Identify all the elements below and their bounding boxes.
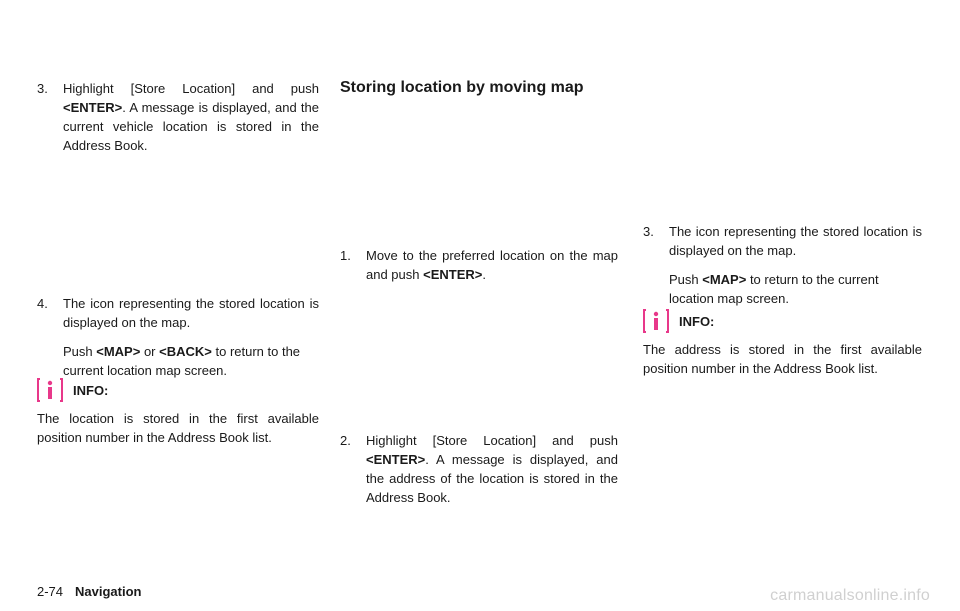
left-step-3: 3. Highlight [Store Location] and push <… (37, 79, 319, 155)
info-title: INFO: (73, 382, 109, 398)
back-key: <BACK> (159, 344, 212, 359)
step-number: 3. (643, 224, 654, 239)
step-text: The icon representing the stored locatio… (669, 224, 922, 258)
step-text: The icon representing the stored locatio… (63, 296, 319, 330)
section-name: Navigation (75, 584, 142, 599)
right-step-3: 3. The icon representing the stored loca… (643, 222, 922, 308)
step-text: Highlight [Store Location] and push <ENT… (63, 81, 319, 153)
watermark: carmanualsonline.info (770, 587, 930, 604)
step-number: 2. (340, 433, 351, 448)
right-info-box: INFO: The address is stored in the first… (643, 306, 922, 378)
info-text: The location is stored in the first avai… (37, 411, 319, 445)
step-text: Move to the preferred location on the ma… (366, 248, 618, 282)
step-number: 4. (37, 296, 48, 311)
info-icon (643, 308, 669, 334)
step-text: Highlight [Store Location] and push <ENT… (366, 433, 618, 505)
info-title: INFO: (679, 313, 715, 329)
page-number: 2-74 (37, 584, 64, 599)
enter-key: <ENTER> (366, 452, 426, 467)
map-key: <MAP> (702, 272, 747, 287)
step-number: 3. (37, 81, 48, 96)
push-instruction: Push <MAP> or <BACK> to return to the cu… (63, 344, 301, 378)
step-number: 1. (340, 248, 351, 263)
info-text: The address is stored in the first avail… (643, 342, 922, 376)
middle-step-2: 2. Highlight [Store Location] and push <… (340, 431, 618, 507)
middle-step-1: 1. Move to the preferred location on the… (340, 246, 618, 284)
enter-key: <ENTER> (423, 267, 483, 282)
push-instruction: Push <MAP> to return to the current loca… (669, 272, 879, 306)
info-icon (37, 377, 63, 403)
map-key: <MAP> (96, 344, 141, 359)
left-step-4: 4. The icon representing the stored loca… (37, 294, 319, 380)
page-footer: 2-74 Navigation (37, 582, 142, 601)
enter-key: <ENTER> (63, 100, 123, 115)
left-info-box: INFO: The location is stored in the firs… (37, 375, 319, 447)
section-heading: Storing location by moving map (340, 79, 584, 96)
